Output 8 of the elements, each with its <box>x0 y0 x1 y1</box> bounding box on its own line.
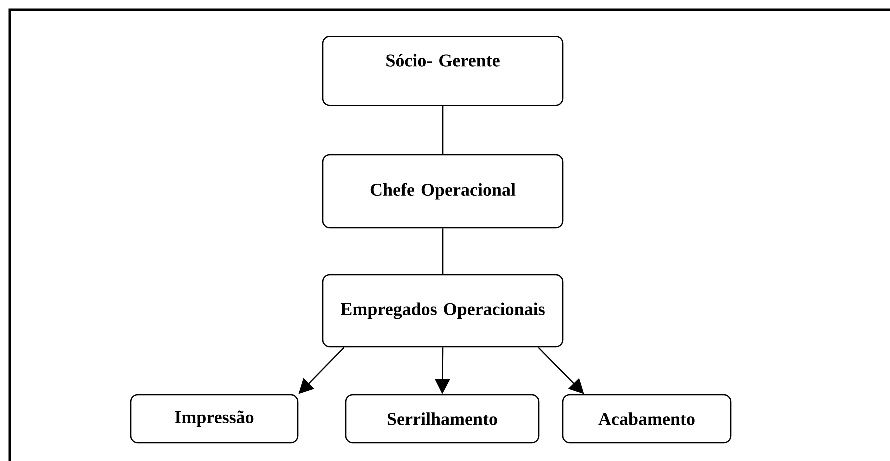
staff-box: Empregados Operacionais <box>322 274 564 348</box>
chief-box: Chefe Operacional <box>322 154 564 229</box>
task-box: Acabamento <box>562 394 732 444</box>
task-box: Impressão <box>130 394 299 444</box>
connector-line <box>442 106 444 154</box>
connector-line <box>442 228 444 274</box>
manager-box: Sócio- Gerente <box>322 36 564 106</box>
task-box: Serrilhamento <box>345 394 540 444</box>
